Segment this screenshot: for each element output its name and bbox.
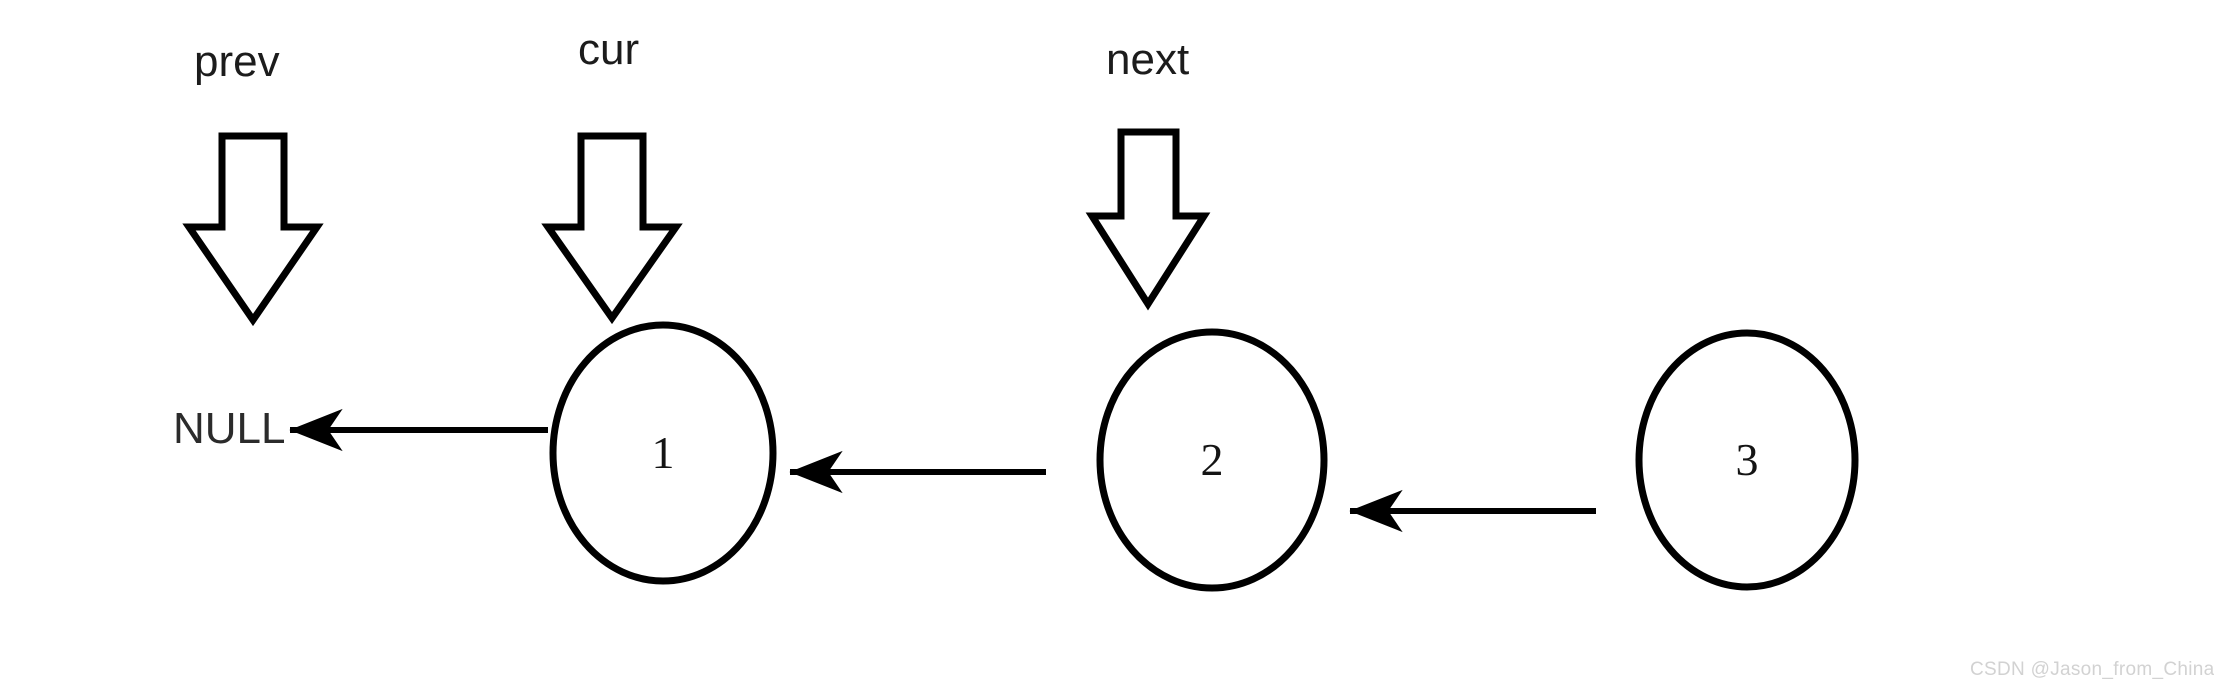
node-value-3: 3 bbox=[1735, 434, 1759, 485]
cur-block-arrow-icon bbox=[541, 132, 683, 325]
pointer-label-cur: cur bbox=[578, 25, 640, 74]
null-terminator-label: NULL bbox=[173, 404, 286, 453]
node-circle-2 bbox=[1096, 328, 1328, 592]
next-block-arrow-icon bbox=[1085, 128, 1211, 311]
link-arrow-2-to-1 bbox=[789, 450, 1046, 494]
node-value-1: 1 bbox=[651, 427, 675, 478]
node-circle-3 bbox=[1635, 329, 1859, 591]
watermark-text: CSDN @Jason_from_China bbox=[1970, 659, 2214, 680]
pointer-label-next: next bbox=[1106, 35, 1190, 84]
prev-block-arrow-icon bbox=[182, 132, 324, 327]
pointer-label-prev: prev bbox=[194, 37, 280, 86]
link-arrow-3-to-2 bbox=[1349, 489, 1596, 533]
node-circle-1 bbox=[549, 321, 777, 585]
node-value-2: 2 bbox=[1200, 434, 1224, 485]
link-arrow-1-to-null bbox=[289, 408, 548, 452]
